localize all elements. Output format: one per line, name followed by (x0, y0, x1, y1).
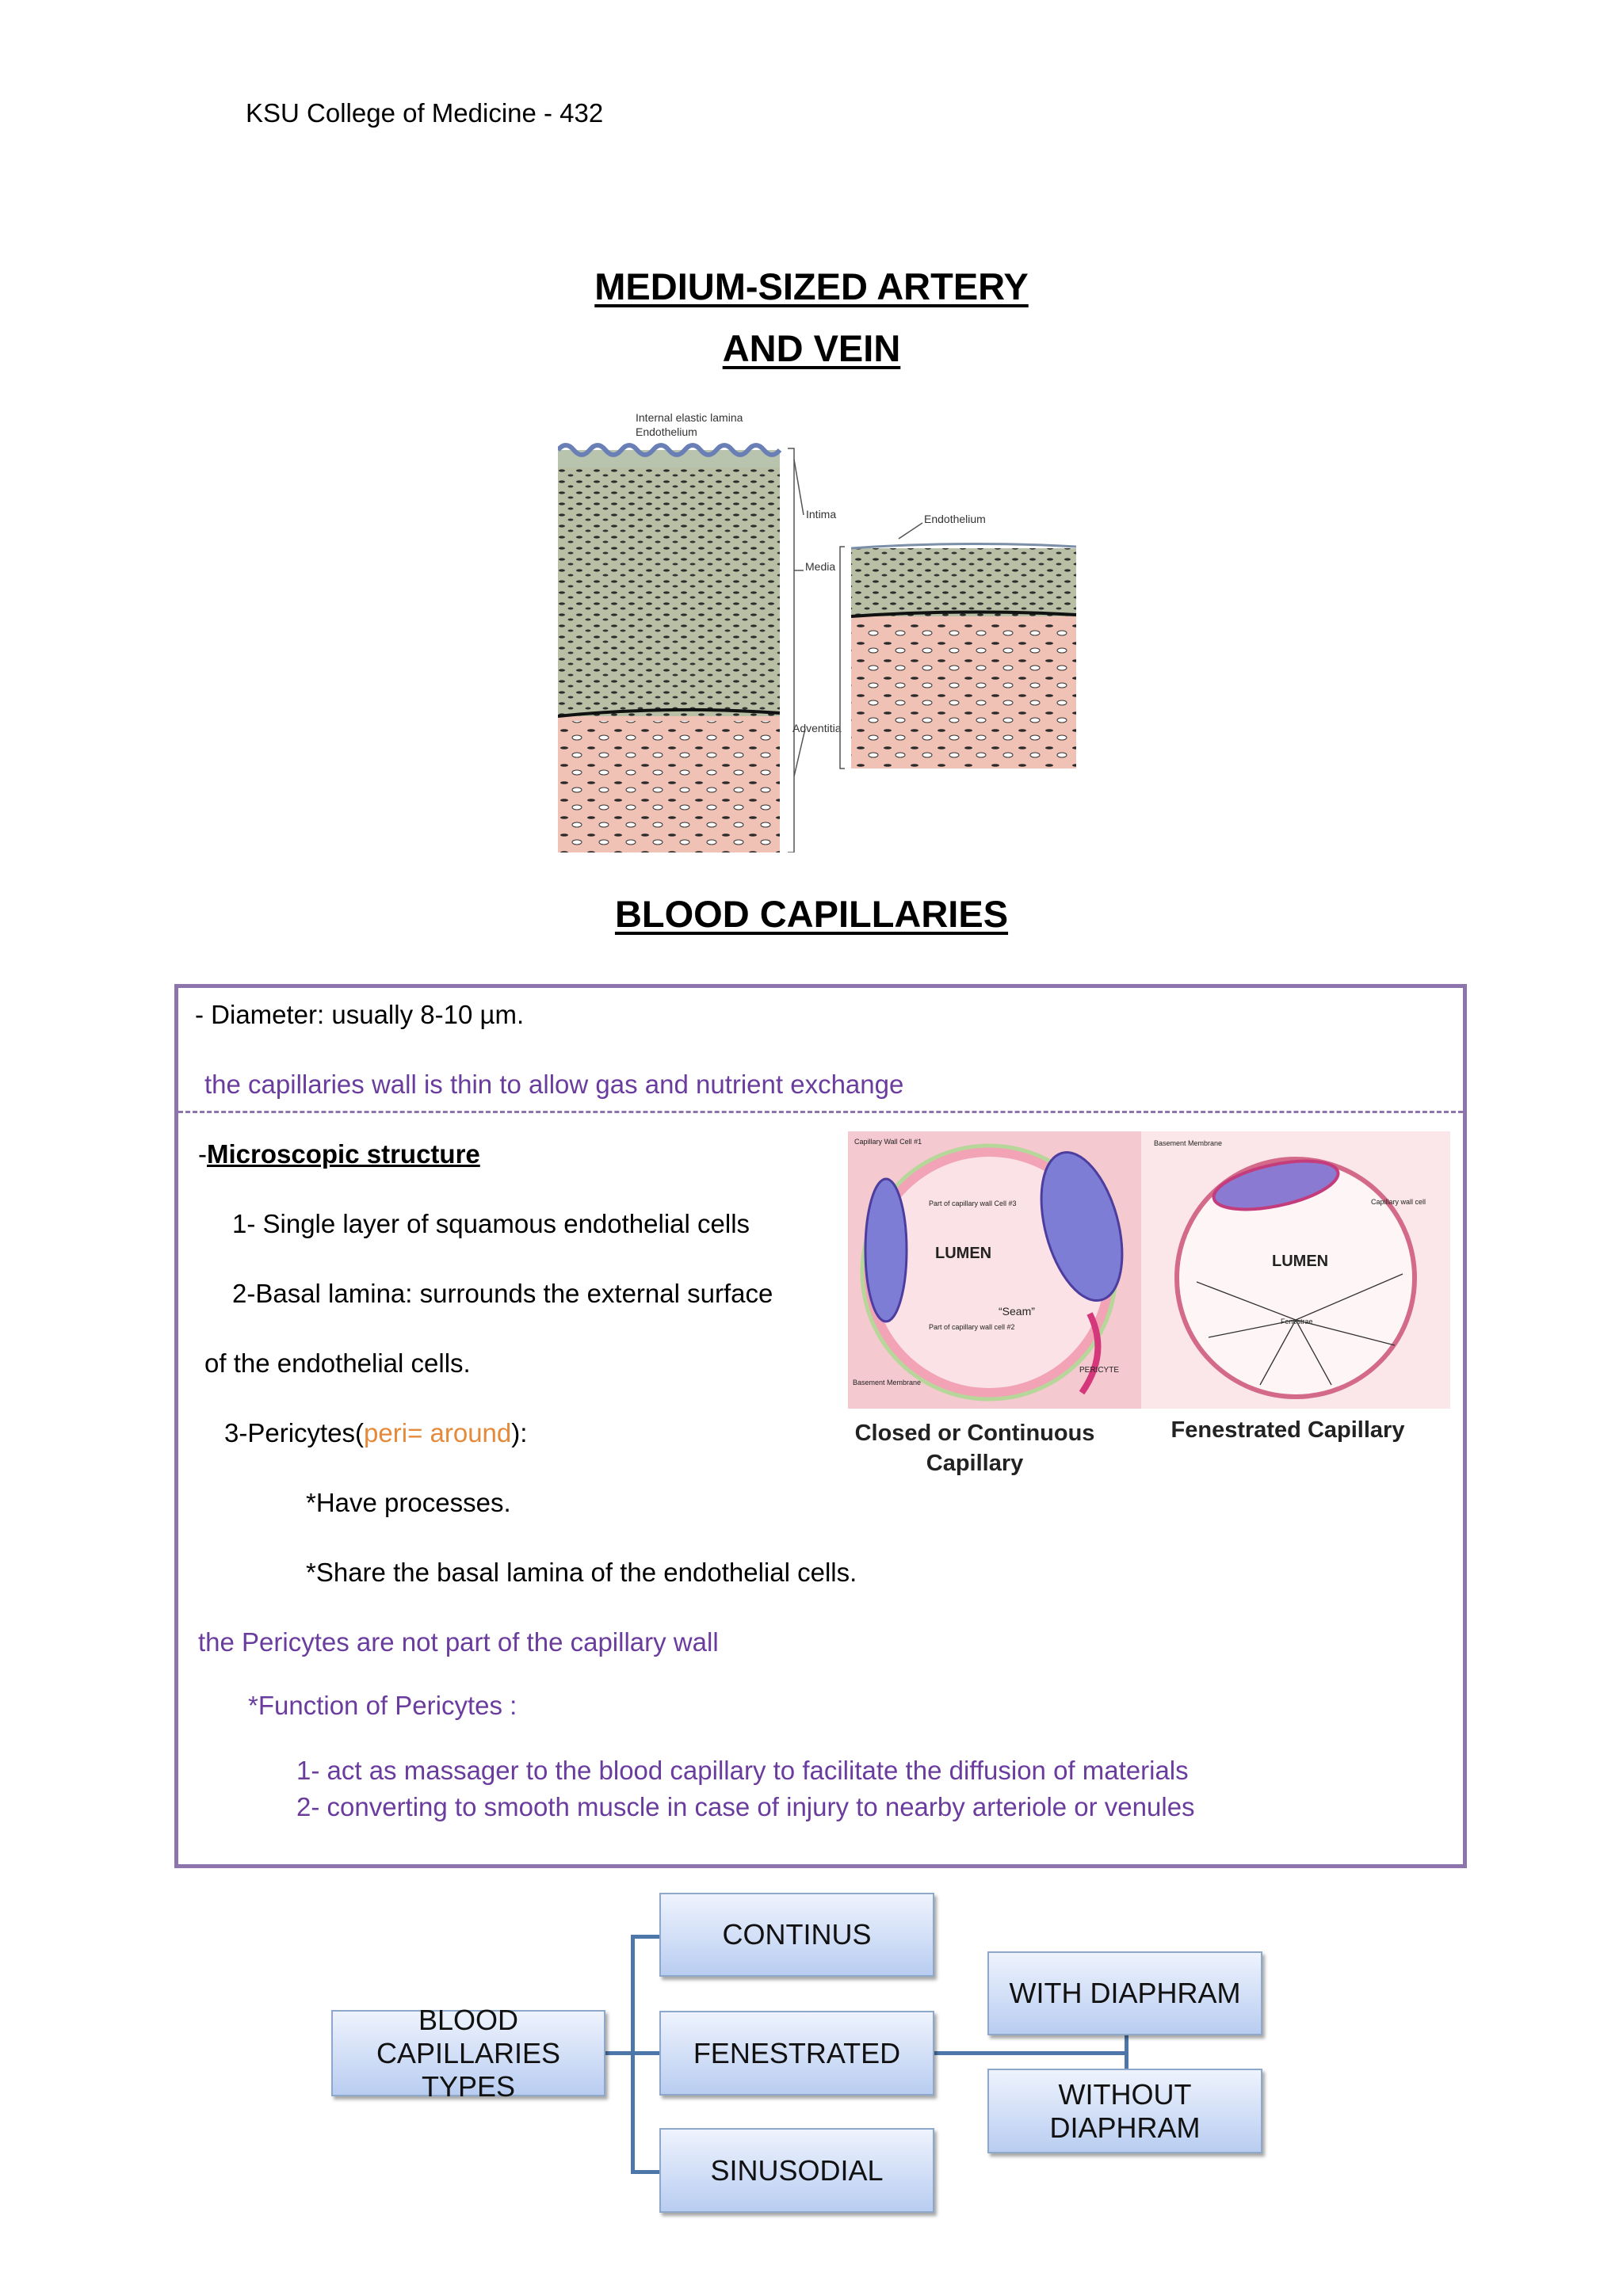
diameter-text: - Diameter: usually 8-10 µm. (195, 1000, 525, 1029)
section-title-artery: MEDIUM-SIZED ARTERY (594, 265, 1029, 307)
sub-2: *Share the basal lamina of the endotheli… (306, 1558, 857, 1587)
label-part-cell-2: Part of capillary wall cell #2 (929, 1323, 1015, 1331)
micro-heading: -Microscopic structure (198, 1139, 480, 1169)
note-wall: the capillaries wall is thin to allow ga… (204, 1070, 904, 1099)
page-header: KSU College of Medicine - 432 (246, 98, 604, 128)
label-basement-membrane: Basement Membrane (853, 1379, 921, 1386)
label-basement-membrane-2: Basement Membrane (1154, 1139, 1222, 1147)
function-1: 1- act as massager to the blood capillar… (296, 1756, 1189, 1785)
label-pericyte: PERICYTE (1079, 1366, 1119, 1375)
label-endothelium-vein: Endothelium (924, 513, 986, 525)
caption-closed-line2: Capillary (926, 1451, 1024, 1476)
connector-root (605, 2051, 632, 2055)
connector-fenestrated (631, 2051, 659, 2055)
item-3: 3-Pericytes(peri= around): (224, 1418, 527, 1448)
item-2: 2-Basal lamina: surrounds the external s… (232, 1279, 773, 1308)
label-lumen: LUMEN (935, 1245, 991, 1262)
item-1: 1- Single layer of squamous endothelial … (232, 1209, 750, 1238)
section-title-vein: AND VEIN (722, 327, 901, 369)
connector-sinusodial (631, 2170, 659, 2174)
label-endothelium: Endothelium (636, 425, 697, 438)
micro-heading-text: Microscopic structure (207, 1139, 480, 1169)
function-2: 2- converting to smooth muscle in case o… (296, 1792, 1195, 1821)
item-3-peri: peri= around (364, 1418, 512, 1447)
label-media: Media (805, 560, 835, 573)
label-adventitia: Adventitia (792, 722, 842, 734)
label-capillary-wall-cell: Capillary wall cell (1371, 1198, 1426, 1206)
node-fenestrated: FENESTRATED (659, 2011, 934, 2096)
node-with-diaphram: WITH DIAPHRAM (987, 1951, 1262, 2035)
label-capillary-wall-cell-1: Capillary Wall Cell #1 (854, 1138, 922, 1146)
artery-vein-figure: Intima Media Adventitia Internal elastic… (558, 412, 1077, 852)
connector-diaphram-vertical (1125, 2034, 1128, 2069)
node-continus: CONTINUS (659, 1893, 934, 1977)
node-sinusodial: SINUSODIAL (659, 2128, 934, 2213)
node-without-diaphram: WITHOUT DIAPHRAM (987, 2069, 1262, 2153)
item-2-cont: of the endothelial cells. (204, 1348, 471, 1378)
connector-diaphram (934, 2051, 1126, 2055)
label-part-cell-3: Part of capillary wall Cell #3 (929, 1199, 1017, 1207)
node-root: BLOOD CAPILLARIES TYPES (331, 2004, 605, 2103)
caption-fenestrated: Fenestrated Capillary (1171, 1417, 1405, 1443)
capillary-types-figure: LUMEN “Seam” Capillary Wall Cell #1 Part… (848, 1131, 1450, 1476)
label-internal-elastic-lamina: Internal elastic lamina (636, 412, 743, 424)
micro-prefix: - (198, 1139, 207, 1169)
function-heading: *Function of Pericytes : (248, 1691, 517, 1720)
item-3-prefix: 3-Pericytes( (224, 1418, 365, 1447)
section-title-capillaries: BLOOD CAPILLARIES (614, 893, 1009, 935)
dashed-divider (178, 1111, 1463, 1113)
label-lumen-2: LUMEN (1272, 1253, 1328, 1270)
capillaries-info-box (174, 984, 1467, 1868)
caption-closed-line1: Closed or Continuous (855, 1421, 1095, 1446)
connector-continus (631, 1935, 659, 1939)
label-seam: “Seam” (999, 1305, 1035, 1318)
label-intima: Intima (806, 508, 836, 521)
item-3-suffix: ): (511, 1418, 528, 1447)
sub-1: *Have processes. (306, 1488, 511, 1517)
note-pericytes: the Pericytes are not part of the capill… (198, 1627, 719, 1657)
